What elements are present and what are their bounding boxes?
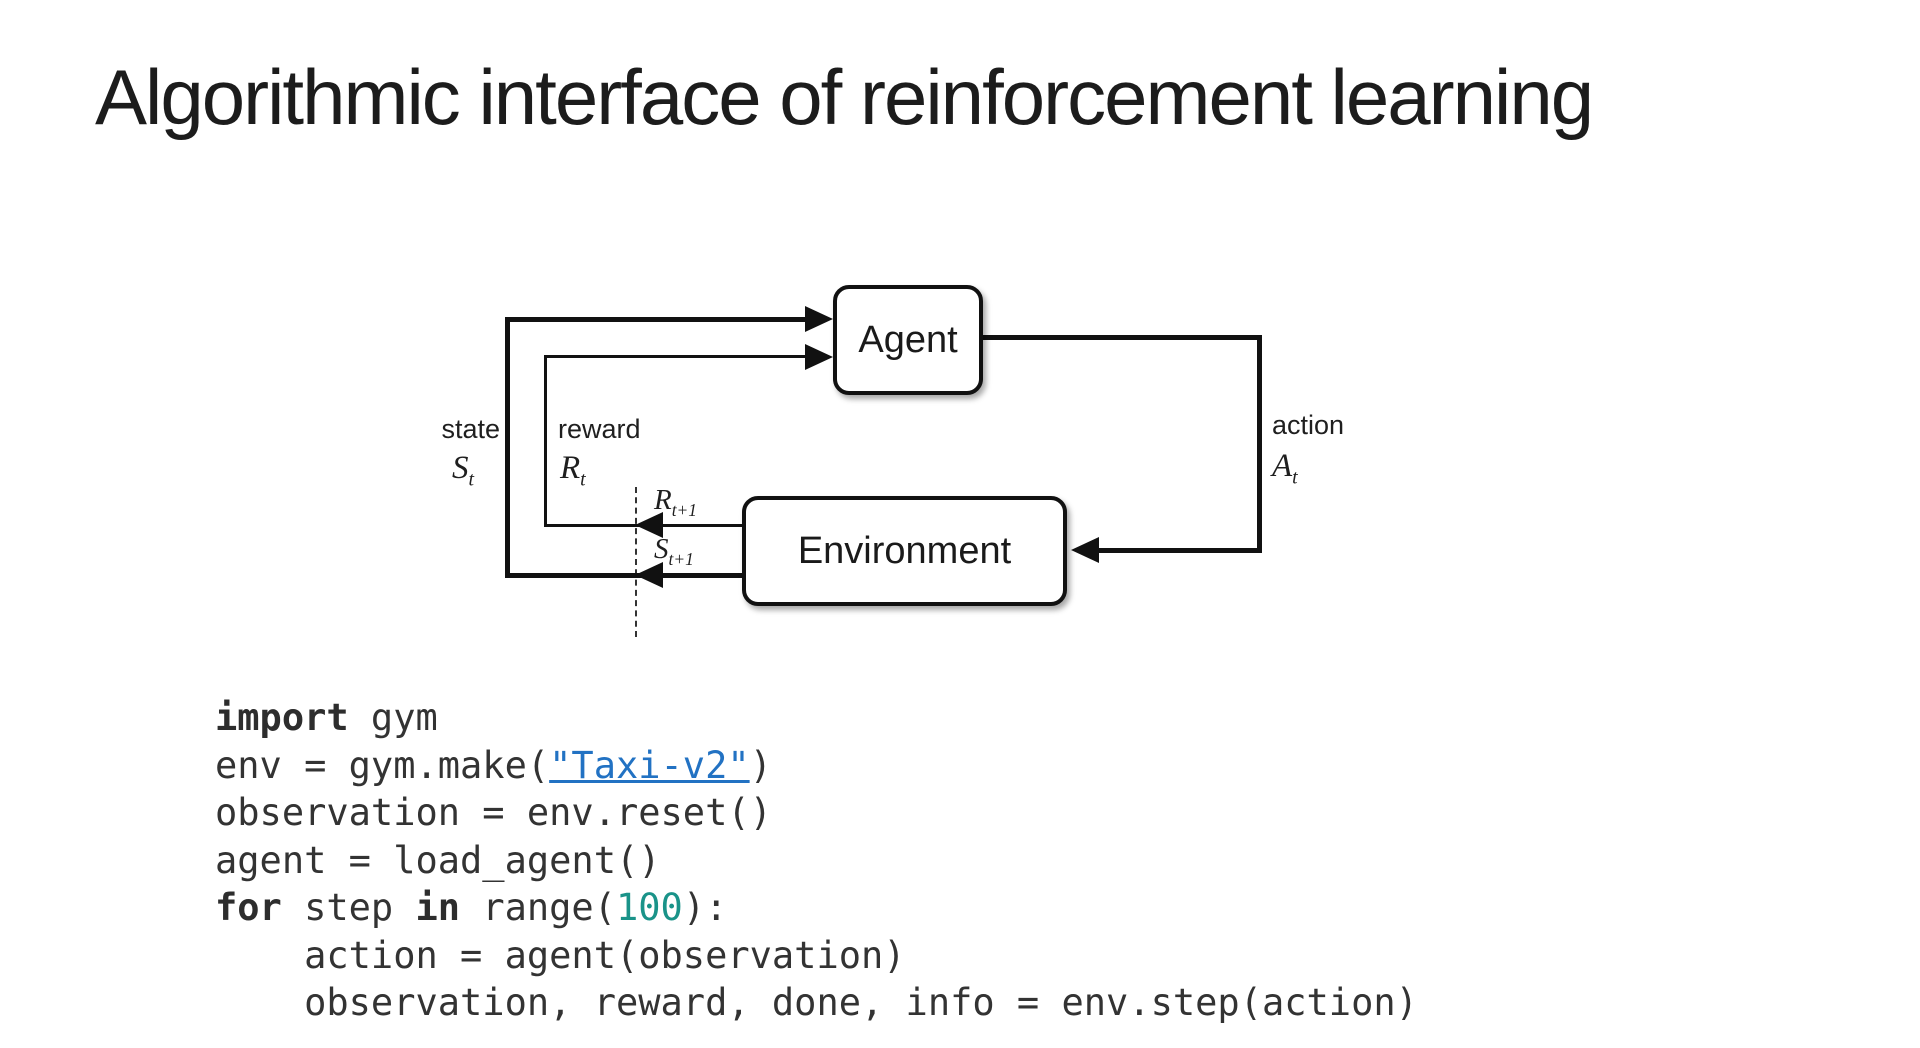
code-line: import gym: [215, 694, 1418, 742]
taxi-v2-link[interactable]: "Taxi-v2": [549, 743, 750, 787]
agent-box: Agent: [833, 285, 983, 395]
code-segment: agent = load_agent(): [215, 838, 661, 882]
code-segment: for: [215, 886, 282, 929]
state-line-top: [505, 317, 812, 322]
reward-line-vertical: [544, 355, 547, 527]
code-line: observation, reward, done, info = env.st…: [215, 979, 1418, 1027]
action-line-top: [983, 335, 1262, 340]
code-segment: range(: [460, 886, 616, 929]
state-line-vertical: [505, 317, 510, 578]
agent-box-label: Agent: [858, 318, 958, 361]
arrow-action-into-environment-icon: [1071, 537, 1099, 563]
code-segment: action = agent(observation): [215, 933, 906, 977]
action-line-bottom: [1080, 548, 1262, 553]
code-segment: in: [415, 886, 461, 929]
action-symbol: At: [1272, 448, 1298, 489]
code-segment: observation, reward, done, info = env.st…: [215, 981, 1418, 1024]
code-line: agent = load_agent(): [215, 837, 1418, 885]
code-segment: step: [281, 886, 416, 929]
next-reward-symbol: Rt+1: [654, 484, 697, 520]
code-line: observation = env.reset(): [215, 789, 1418, 837]
arrow-state-into-agent-icon: [805, 306, 833, 332]
code-segment: env = gym.make(: [215, 743, 550, 787]
environment-box: Environment: [742, 496, 1067, 606]
arrow-next-reward-icon: [635, 512, 663, 538]
code-line: env = gym.make("Taxi-v2"): [215, 742, 1418, 790]
code-segment: 100: [615, 886, 683, 929]
code-segment: observation = env.reset(): [215, 791, 772, 834]
code-line: for step in range(100):: [215, 884, 1418, 932]
state-label: state: [441, 414, 500, 444]
action-label: action: [1272, 410, 1345, 440]
state-symbol: St: [452, 450, 474, 491]
code-segment: gym: [348, 696, 438, 739]
code-segment: ): [749, 743, 772, 787]
code-segment: ):: [682, 886, 728, 929]
code-line: action = agent(observation): [215, 932, 1418, 980]
arrow-reward-into-agent-icon: [805, 344, 833, 370]
code-segment: import: [215, 696, 349, 739]
reward-line-top: [544, 355, 812, 358]
page-title: Algorithmic interface of reinforcement l…: [95, 53, 1594, 141]
reward-label: reward: [558, 414, 641, 444]
next-state-symbol: St+1: [654, 533, 694, 569]
reward-symbol: Rt: [560, 450, 586, 491]
environment-box-label: Environment: [797, 529, 1012, 572]
arrow-next-state-icon: [635, 562, 663, 588]
action-line-vertical: [1257, 335, 1262, 551]
next-state-line: [505, 573, 742, 578]
